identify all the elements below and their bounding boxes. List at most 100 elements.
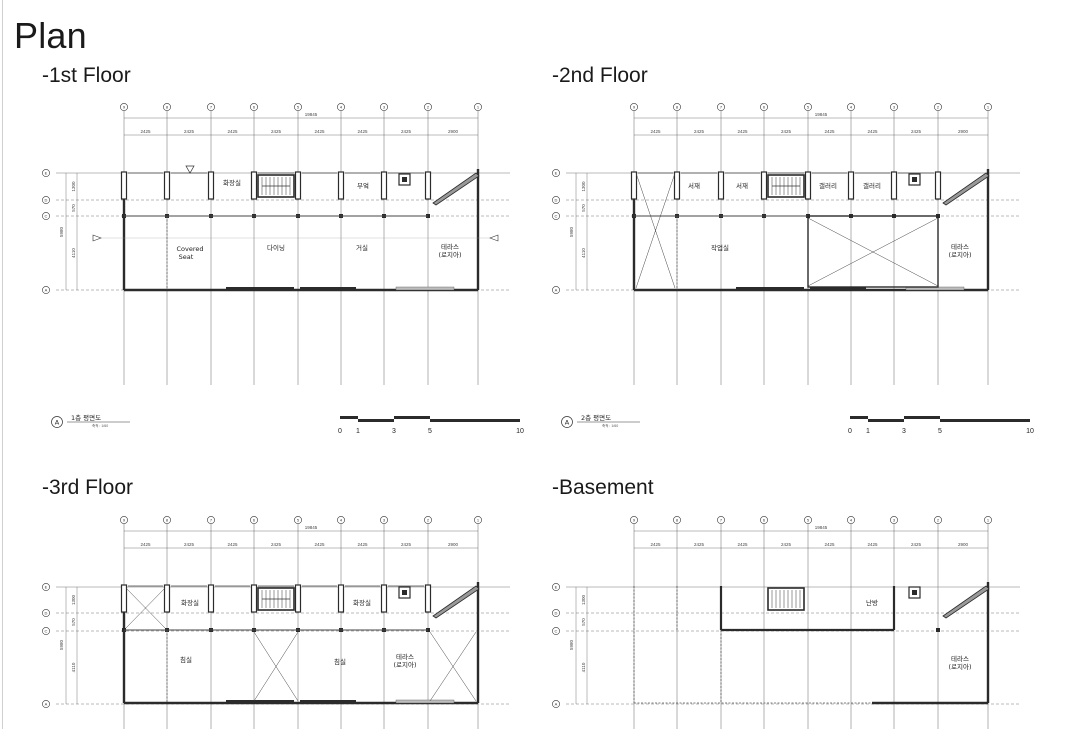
- grid-bubble: [804, 103, 812, 111]
- room-label: Seat: [179, 253, 194, 261]
- dimension-row: 4110: [71, 662, 76, 672]
- dimension-span: 2425: [314, 542, 325, 547]
- scale-bar-segment: [394, 416, 430, 419]
- room-label: (로지아): [438, 250, 461, 259]
- dimension-row: 4110: [581, 662, 586, 672]
- grid-bubble-label: D: [45, 610, 48, 615]
- room-label: 침실: [334, 657, 346, 666]
- shaft-core: [402, 590, 407, 595]
- grid-bubble-label: A: [45, 287, 48, 292]
- dimension-row-total: 5980: [59, 639, 64, 650]
- scale-bar-tick: 1: [356, 428, 360, 435]
- grid-bubble-label: 4: [850, 517, 853, 522]
- dimension-span: 2425: [650, 129, 661, 134]
- column: [804, 171, 812, 200]
- scale-bar-tick: 10: [1026, 428, 1034, 435]
- column: [380, 171, 388, 200]
- grid-bubble-label: 9: [123, 517, 126, 522]
- dimension-span: 2425: [184, 129, 195, 134]
- grid-bubble: [42, 169, 50, 177]
- room-label: Covered: [176, 245, 203, 253]
- dimension-span: 2425: [271, 542, 282, 547]
- room-label: 갤러리: [819, 181, 837, 190]
- grid-bubble: [630, 103, 638, 111]
- grid-bubble: [552, 700, 560, 708]
- column: [250, 584, 258, 613]
- room-label: 화장실: [181, 598, 199, 607]
- caption-label: 1층 평면도: [71, 413, 101, 422]
- grid-bubble: [760, 516, 768, 524]
- dimension-overall: 19845: [305, 112, 318, 117]
- void-cross: [253, 631, 299, 702]
- void-frame: [807, 215, 939, 288]
- grid-bubble: [424, 516, 432, 524]
- terrace-angled-wall: [432, 585, 480, 619]
- column: [120, 584, 128, 613]
- dimension-span: 2425: [140, 542, 151, 547]
- dimension-span: 2425: [140, 129, 151, 134]
- dimension-row: 1300: [581, 181, 586, 192]
- floor-title-2nd: -2nd Floor: [552, 64, 648, 87]
- stair: [767, 587, 805, 611]
- grid-bubble: [42, 609, 50, 617]
- column: [424, 171, 432, 200]
- grid-bubble-label: 5: [807, 104, 810, 109]
- scale-bar-tick: 5: [428, 428, 432, 435]
- dimension-span: 2900: [958, 542, 969, 547]
- room-label: 서재: [688, 181, 700, 190]
- grid-bubble-label: 2: [427, 517, 430, 522]
- grid-bubble: [673, 103, 681, 111]
- column: [337, 584, 345, 613]
- room-label: 테라스: [951, 654, 969, 663]
- grid-bubble: [804, 516, 812, 524]
- dimension-span: 2425: [694, 129, 705, 134]
- grid-bubble: [673, 516, 681, 524]
- grid-bubble-label: 4: [340, 517, 343, 522]
- dimension-span: 2425: [227, 129, 238, 134]
- grid-bubble-label: E: [45, 170, 48, 175]
- dimension-span: 2425: [694, 542, 705, 547]
- window-band: [300, 700, 356, 702]
- grid-bubble: [552, 609, 560, 617]
- section-marker: [489, 234, 499, 242]
- dimension-span: 2425: [781, 129, 792, 134]
- dimension-span: 2425: [911, 542, 922, 547]
- dimension-span: 2425: [271, 129, 282, 134]
- dimension-row: 1300: [71, 181, 76, 192]
- grid-bubble-label: 2: [937, 517, 940, 522]
- dimension-row: 1300: [581, 594, 586, 605]
- caption-marker: [561, 416, 573, 428]
- dimension-span: 2425: [227, 542, 238, 547]
- grid-bubble: [717, 516, 725, 524]
- grid-bubble: [847, 103, 855, 111]
- grid-bubble: [250, 516, 258, 524]
- grid-bubble: [42, 627, 50, 635]
- grid-bubble: [552, 196, 560, 204]
- room-label: 서재: [736, 181, 748, 190]
- scale-bar-segment: [850, 416, 868, 419]
- dimension-row: 570: [71, 204, 76, 212]
- window-band: [736, 287, 804, 289]
- grid-bubble-label: 8: [166, 517, 169, 522]
- grid-bubble: [424, 103, 432, 111]
- window-band: [226, 700, 294, 702]
- grid-bubble-label: E: [555, 584, 558, 589]
- grid-bubble-label: 2: [427, 104, 430, 109]
- caption-marker: [51, 416, 63, 428]
- room-label: (로지아): [393, 660, 416, 669]
- room-label: 작업실: [711, 243, 729, 252]
- grid-bubble: [552, 627, 560, 635]
- grid-bubble-label: C: [555, 213, 558, 218]
- grid-bubble: [163, 103, 171, 111]
- grid-bubble: [163, 516, 171, 524]
- column: [250, 171, 258, 200]
- column: [717, 171, 725, 200]
- column: [890, 171, 898, 200]
- grid-bubble: [120, 516, 128, 524]
- void-cross: [807, 217, 939, 287]
- grid-bubble-label: 6: [763, 104, 766, 109]
- grid-bubble: [474, 516, 482, 524]
- column: [630, 171, 638, 200]
- grid-bubble: [847, 516, 855, 524]
